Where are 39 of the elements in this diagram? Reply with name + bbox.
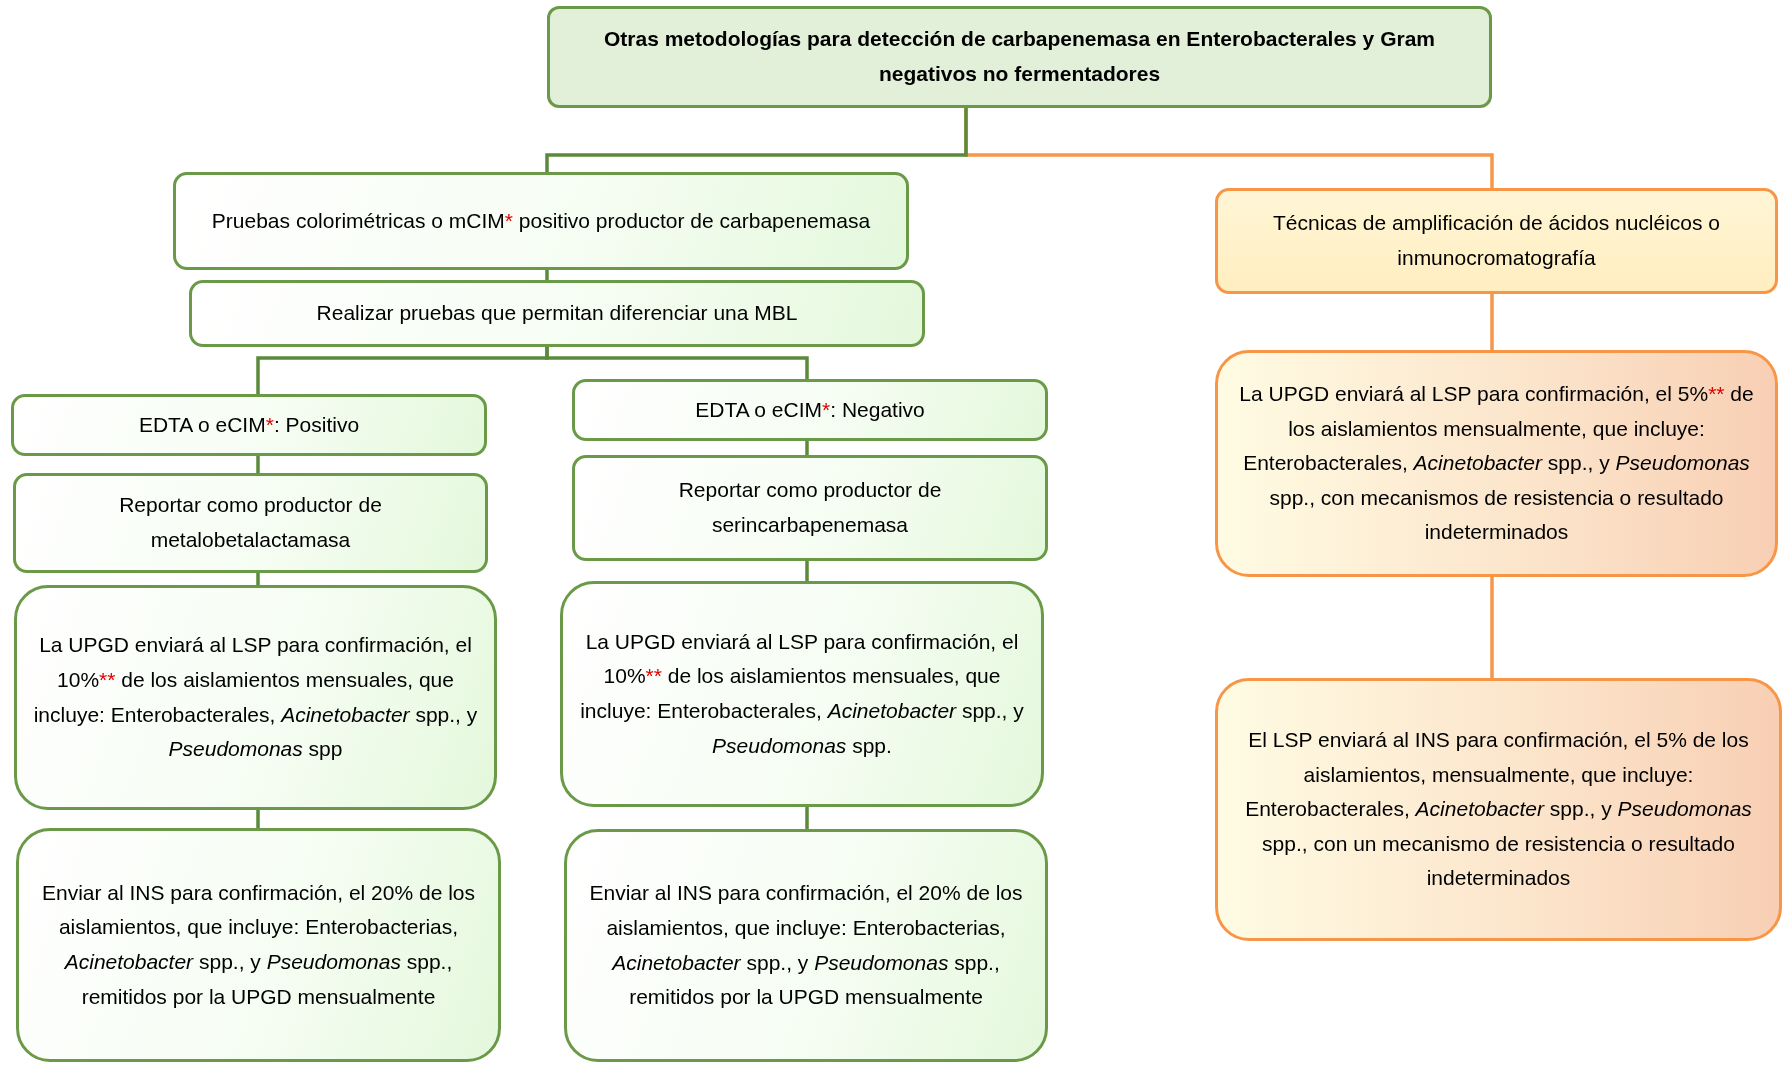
box-text: EDTA o eCIM*: Negativo xyxy=(695,396,925,423)
connector-line xyxy=(256,456,260,473)
step-box xyxy=(13,473,488,573)
connector-line xyxy=(256,810,260,828)
connector-line xyxy=(256,573,260,585)
box-text: Técnicas de amplificación de ácidos nucléicos o inmunocromatografía xyxy=(1271,210,1722,271)
box-text: La UPGD enviará al LSP para confirmación, el 10%** de los aislamientos mensuales, que incluye: Enterobacterales, Acinetobacter spp., y Pseudomonas spp xyxy=(33,632,478,763)
connector-line xyxy=(805,441,809,455)
connector-line xyxy=(545,347,809,379)
connector-line xyxy=(1490,577,1494,678)
step-box xyxy=(189,280,925,347)
step-box xyxy=(14,585,497,810)
step-box xyxy=(173,172,909,270)
step-box xyxy=(1215,350,1778,577)
box-text: Pruebas colorimétricas o mCIM* positivo productor de carbapenemasa xyxy=(211,207,871,234)
step-box xyxy=(1215,678,1782,941)
connector-line xyxy=(1490,294,1494,350)
connector-line xyxy=(805,561,809,581)
box-text: Enviar al INS para confirmación, el 20% de los aislamientos, que incluye: Enterobacterias, Acinetobacter spp., y Pseudomonas spp., remitidos por la UPGD mensualmente xyxy=(40,879,476,1010)
step-box xyxy=(572,455,1048,561)
step-box xyxy=(11,394,487,456)
step-box xyxy=(16,828,501,1062)
box-text: Enviar al INS para confirmación, el 20% de los aislamientos, que incluye: Enterobacterias, Acinetobacter spp., y Pseudomonas spp., remitidos por la UPGD mensualmente xyxy=(588,880,1024,1011)
step-box xyxy=(564,829,1048,1062)
connector-line xyxy=(545,270,549,280)
title-box xyxy=(547,6,1492,108)
box-text: El LSP enviará al INS para confirmación, el 5% de los aislamientos, mensualmente, que incluye: Enterobacterales, Acinetobacter spp., y Pseudomonas spp., con un mecanismo de resistencia o resultado indeterminados xyxy=(1244,726,1753,892)
box-text: EDTA o eCIM*: Positivo xyxy=(138,411,360,438)
box-text: Reportar como productor de serincarbapenemasa xyxy=(677,477,943,538)
box-text: La UPGD enviará al LSP para confirmación, el 10%** de los aislamientos mensuales, que incluye: Enterobacterales, Acinetobacter spp., y Pseudomonas spp. xyxy=(579,628,1025,759)
method-box xyxy=(1215,188,1778,294)
box-text: Otras metodologías para detección de carbapenemasa en Enterobacterales y Gram negativos no fermentadores xyxy=(603,26,1436,87)
box-text: La UPGD enviará al LSP para confirmación, el 5%** de los aislamientos mensualmente, que incluye: Enterobacterales, Acinetobacter spp., y Pseudomonas spp., con mecanismos de resistencia o resultado indeterminados xyxy=(1238,380,1755,546)
connector-line xyxy=(545,108,968,172)
step-box xyxy=(572,379,1048,441)
step-box xyxy=(560,581,1044,807)
connector-line xyxy=(805,807,809,829)
box-text: Realizar pruebas que permitan diferenciar una MBL xyxy=(316,300,798,327)
box-text: Reportar como productor de metalobetalactamasa xyxy=(118,492,383,553)
